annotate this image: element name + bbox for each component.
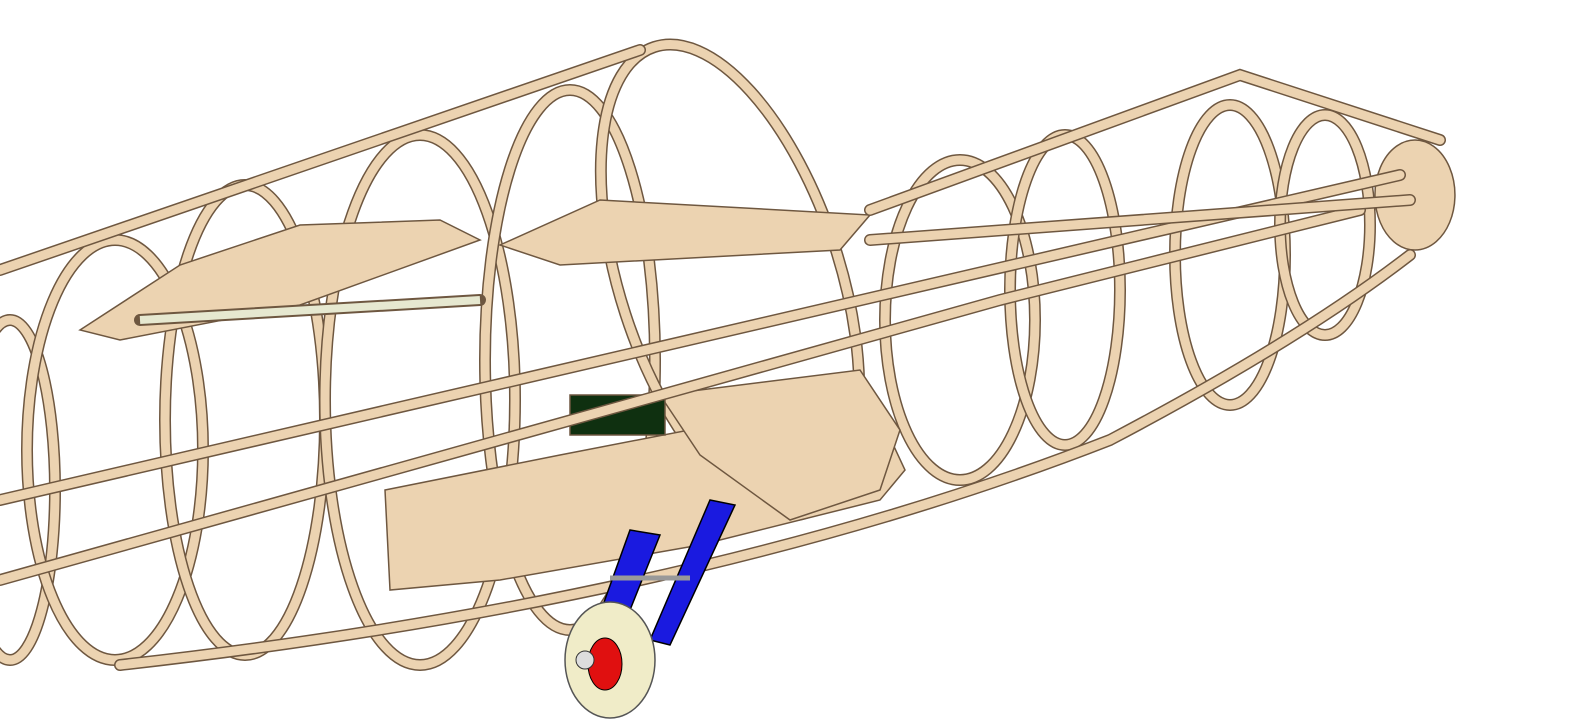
crutch-plates [78, 139, 1456, 591]
stringers [0, 44, 1446, 671]
gear-strut [648, 499, 737, 646]
cockpit-side-plate [658, 369, 901, 521]
former-ring [319, 129, 521, 671]
former-ring [879, 154, 1041, 486]
former-ring [479, 84, 661, 636]
tail-disk [1374, 139, 1456, 251]
landing-gear [564, 499, 737, 719]
axle-nut [575, 650, 595, 670]
wing-saddle-plate [78, 219, 482, 341]
cockpit-floor [497, 199, 872, 266]
